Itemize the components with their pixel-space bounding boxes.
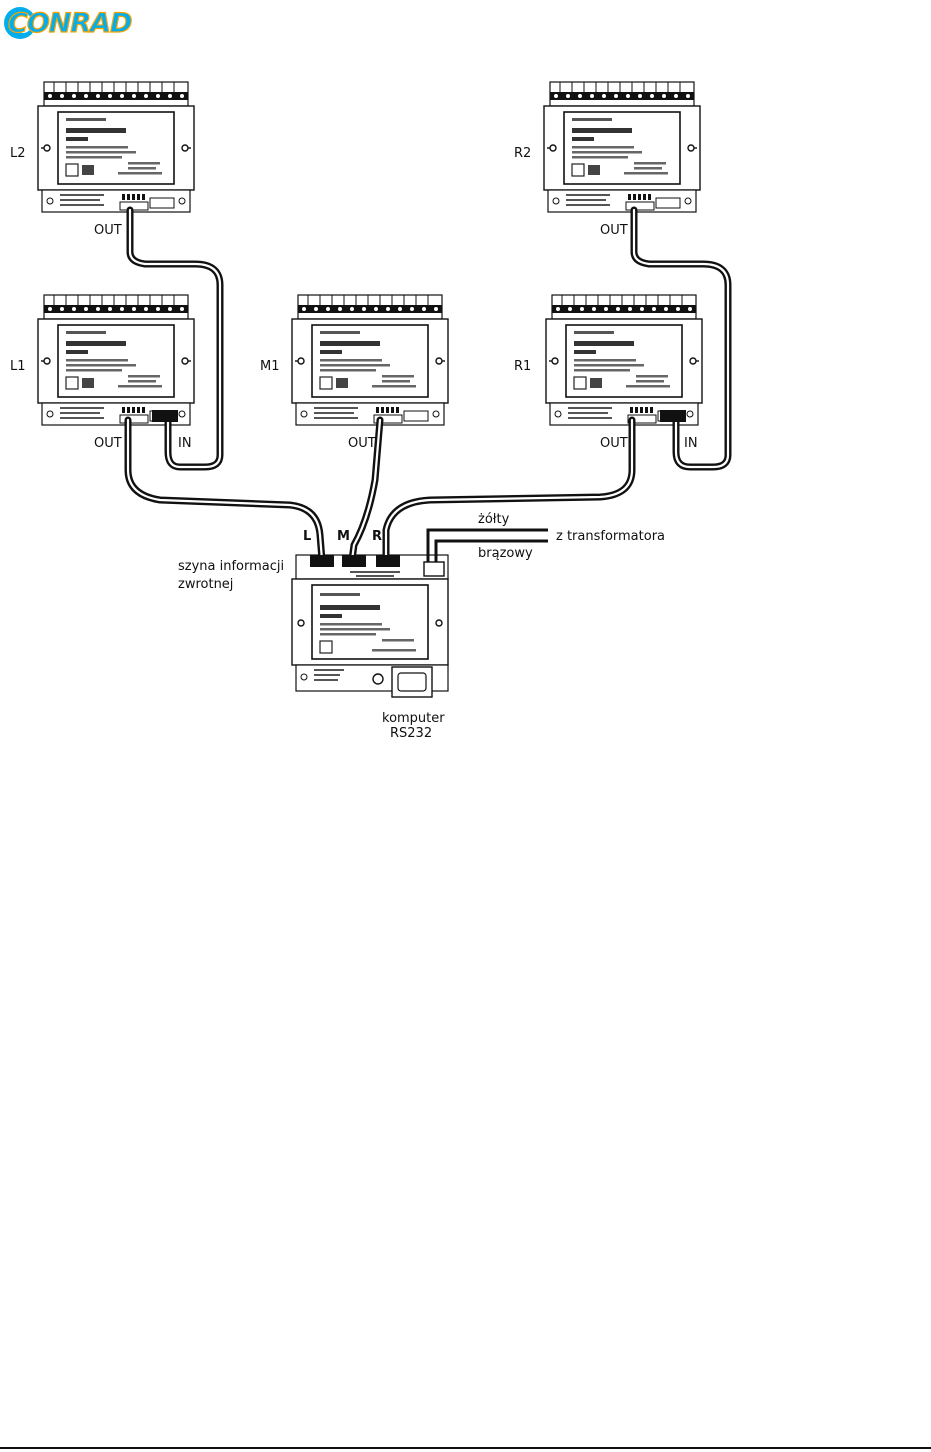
module-r1 (545, 294, 703, 426)
port-label-l2-out: OUT (94, 223, 122, 238)
port-label-r2-out: OUT (600, 223, 628, 238)
logo-wordmark: CONRAD (8, 8, 132, 39)
port-label-l1-in: IN (178, 436, 192, 451)
cable-r2-to-r1 (630, 206, 732, 471)
module-label-r1: R1 (514, 359, 531, 374)
module-label-r2: R2 (514, 146, 531, 161)
cable-m1-to-interface (348, 416, 384, 564)
input-label-l: L (303, 529, 311, 544)
cable-r1-to-interface (382, 416, 636, 564)
computer-label-line1: komputer (382, 711, 445, 726)
module-label-l2: L2 (10, 146, 26, 161)
transformer-label: z transformatora (556, 529, 665, 544)
page-bottom-rule (0, 1447, 931, 1449)
port-label-r1-in: IN (684, 436, 698, 451)
input-label-m: M (337, 529, 350, 544)
port-label-l1-out: OUT (94, 436, 122, 451)
input-label-r: R (372, 529, 382, 544)
wiring-diagram: L2 R2 L1 M1 R1 OUT OUT OUT IN OUT OUT IN… (10, 81, 732, 741)
module-label-m1: M1 (260, 359, 280, 374)
feedback-bus-label-line2: zwrotnej (178, 577, 233, 592)
cable-l2-to-l1 (126, 206, 224, 471)
module-m1 (291, 294, 449, 426)
port-label-r1-out: OUT (600, 436, 628, 451)
port-label-m1-out: OUT (348, 436, 376, 451)
cable-l1-to-interface (124, 416, 326, 564)
transformer-wires (426, 528, 548, 568)
feedback-bus-label-line1: szyna informacji (178, 559, 284, 574)
module-label-l1: L1 (10, 359, 26, 374)
wire-yellow-label: żółty (478, 512, 510, 527)
conrad-logo: CONRAD (4, 7, 134, 40)
computer-label-line2: RS232 (390, 726, 432, 741)
wire-brown-label: brązowy (478, 546, 533, 561)
module-l2 (37, 81, 195, 213)
module-r2 (543, 81, 701, 213)
module-l1 (37, 294, 195, 426)
